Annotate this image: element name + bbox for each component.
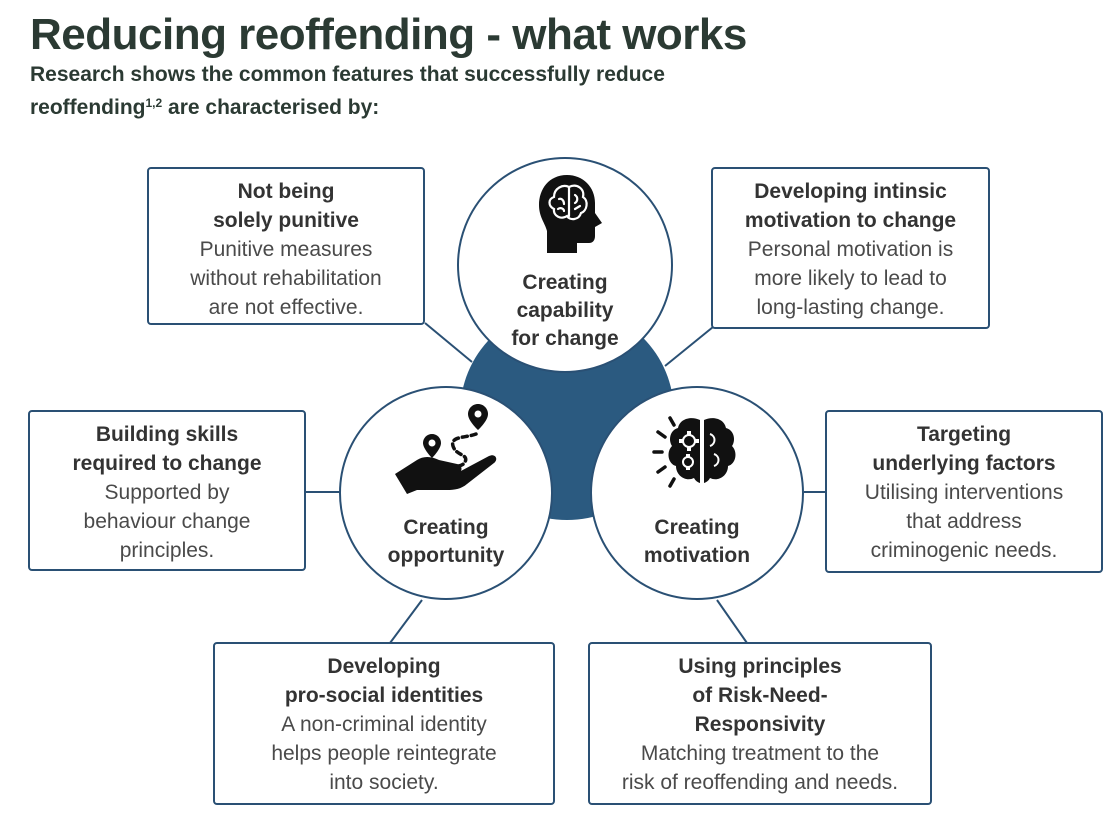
box-building-skills: Building skills required to change Suppo…: [28, 410, 306, 571]
hand-map-path-icon: [395, 404, 497, 494]
connector-prosocial-identities: [389, 599, 423, 644]
box-intrinsic-motivation: Developing intinsic motivation to change…: [711, 167, 990, 329]
box-body: Supported by behaviour change principles…: [83, 481, 251, 562]
subtitle-text-end: are characterised by:: [162, 96, 380, 119]
box-underlying-factors: Targeting underlying factors Utilising i…: [825, 410, 1103, 573]
box-risk-need-responsivity: Using principles of Risk-Need- Responsiv…: [588, 642, 932, 805]
subtitle-text: Research shows the common features that …: [30, 63, 665, 119]
page-subtitle: Research shows the common features that …: [30, 60, 790, 122]
connector-rnr: [716, 599, 748, 644]
circle-label-motivation: Creating motivation: [643, 516, 751, 567]
circle-label-capability: Creating capability for change: [511, 271, 619, 350]
circle-creating-motivation: Creating motivation: [590, 386, 804, 600]
circle-creating-capability: Creating capability for change: [457, 157, 673, 373]
connector-intrinsic-motivation: [664, 326, 714, 367]
box-body: Utilising interventions that address cri…: [864, 481, 1064, 562]
box-title: Developing pro-social identities: [284, 655, 484, 707]
box-not-solely-punitive: Not being solely punitive Punitive measu…: [147, 167, 425, 325]
connector-not-punitive: [424, 322, 473, 363]
box-title: Targeting underlying factors: [872, 423, 1056, 475]
box-body: A non-criminal identity helps people rei…: [271, 713, 497, 794]
box-title: Building skills required to change: [72, 423, 262, 475]
box-title: Not being solely punitive: [213, 180, 359, 232]
circle-label-opportunity: Creating opportunity: [387, 516, 505, 567]
box-body: Matching treatment to the risk of reoffe…: [621, 742, 899, 794]
box-title: Using principles of Risk-Need- Responsiv…: [678, 655, 842, 736]
box-title: Developing intinsic motivation to change: [744, 180, 957, 232]
citation-superscript: 1,2: [145, 96, 163, 110]
page-title: Reducing reoffending - what works: [30, 10, 747, 59]
box-body: Personal motivation is more likely to le…: [747, 238, 954, 319]
box-body: Punitive measures without rehabilitation…: [190, 238, 382, 319]
circle-creating-opportunity: Creating opportunity: [339, 386, 553, 600]
brain-gears-icon: [652, 416, 736, 488]
box-prosocial-identities: Developing pro-social identities A non-c…: [213, 642, 555, 805]
head-brain-icon: [539, 175, 602, 253]
